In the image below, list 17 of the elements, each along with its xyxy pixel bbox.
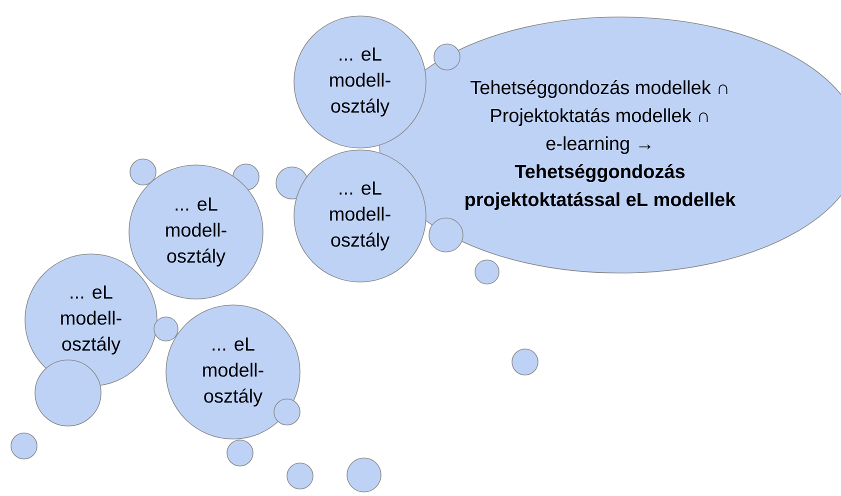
small-bubble xyxy=(512,348,538,376)
small-bubble xyxy=(154,316,178,342)
bubble: ... eL modell-osztály xyxy=(128,164,264,300)
node-label: Tehetséggondozás projektoktatással eL modellek xyxy=(466,164,736,210)
bubble: ... eL modell-osztály xyxy=(294,16,426,148)
small-bubble xyxy=(274,398,300,426)
bubble: ... eL modell-osztály xyxy=(294,150,426,282)
small-bubble xyxy=(428,218,464,252)
small-bubble xyxy=(474,260,500,284)
node-label: Tehetséggondozás modellek ∩ Projektoktatás modellek ∩ e-learning → xyxy=(470,80,728,154)
small-bubble xyxy=(130,158,156,186)
small-bubble xyxy=(346,458,382,492)
small-bubble xyxy=(34,360,102,426)
small-bubble xyxy=(10,432,38,460)
small-bubble xyxy=(286,462,314,490)
bubble: ... eL modell-osztály xyxy=(166,304,300,440)
small-bubble xyxy=(226,440,254,466)
